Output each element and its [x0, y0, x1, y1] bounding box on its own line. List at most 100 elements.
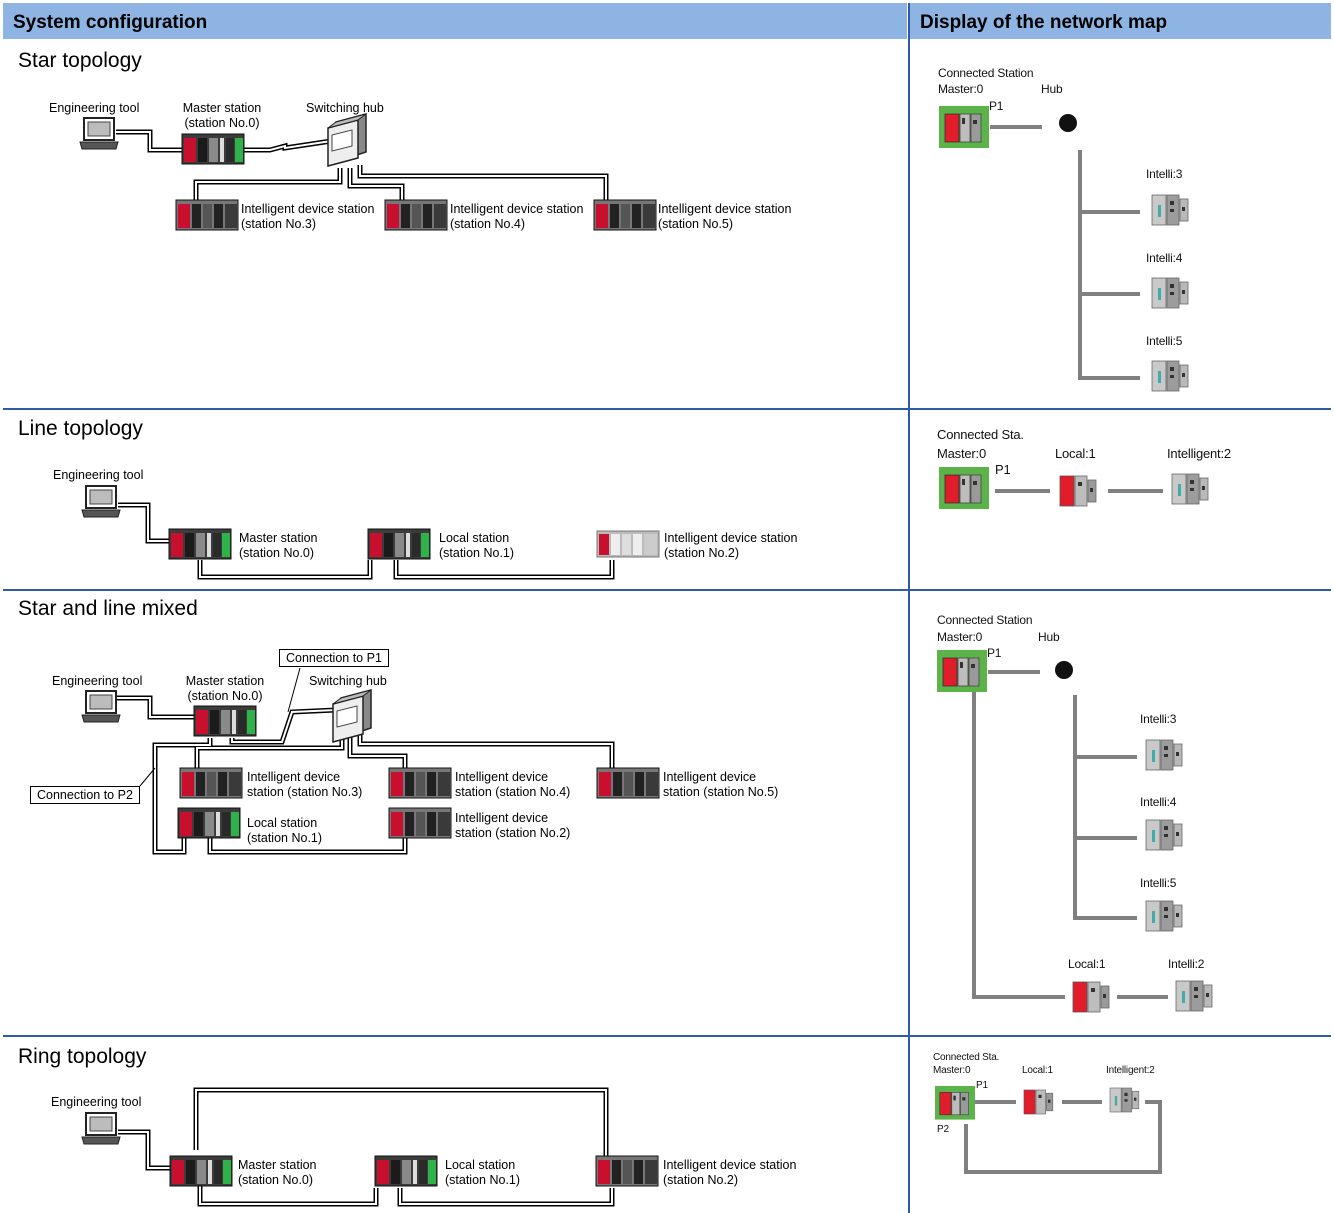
engineering-tool-label: Engineering tool	[53, 468, 144, 482]
intelli-5-icon	[1151, 360, 1189, 392]
local-station-label: Local station (station No.1)	[247, 816, 322, 846]
local-1-label: Local:1	[1055, 446, 1096, 461]
label-line: Local station	[247, 816, 318, 830]
row-divider	[3, 1035, 1331, 1037]
local-station-label: Local station (station No.1)	[439, 531, 514, 561]
ring-title: Ring topology	[18, 1045, 147, 1068]
station-2-icon	[388, 807, 452, 839]
station-5-label: Intelligent device station (station No.5…	[658, 202, 791, 232]
connection-to-p2-callout: Connection to P2	[30, 786, 140, 804]
label-line: (station No.1)	[445, 1173, 521, 1187]
connected-station-label: Connected Station	[937, 613, 1033, 627]
switching-hub-icon	[332, 689, 372, 743]
engineering-tool-icon	[81, 690, 121, 723]
master-map-icon	[936, 649, 988, 693]
label-line: Local station	[445, 1158, 516, 1172]
connected-sta-label: Connected Sta.	[937, 427, 1024, 442]
row-divider	[3, 589, 1331, 591]
intelligent-2-label: Intelligent:2	[1167, 446, 1231, 461]
local-station-icon	[367, 528, 431, 560]
star-map-links	[990, 125, 1140, 380]
station-3-label: Intelligent device station (station No.3…	[241, 202, 374, 232]
hub-map-label: Hub	[1041, 82, 1063, 96]
engineering-tool-label: Engineering tool	[49, 101, 140, 115]
station-4-icon	[388, 767, 452, 799]
label-line: Intelligent device station	[241, 202, 375, 216]
label-line: Intelligent device station	[450, 202, 584, 216]
intelli-2-label: Intelli:2	[1168, 957, 1205, 971]
switching-hub-label: Switching hub	[306, 101, 384, 115]
label-line: Local station	[439, 531, 510, 545]
local-1-map-icon	[1023, 1089, 1054, 1115]
label-line: (station No.2)	[663, 1173, 739, 1187]
header-left: System configuration	[3, 3, 907, 39]
label-line: Intelligent device	[247, 770, 341, 784]
engineering-tool-label: Engineering tool	[51, 1095, 142, 1109]
intelligent-station-icon	[595, 1155, 659, 1187]
row-divider	[3, 408, 1331, 410]
label-line: station (station No.4)	[455, 785, 571, 799]
master-map-label: Master:0	[937, 630, 983, 644]
label-line: (station No.2)	[664, 546, 740, 560]
engineering-tool-label: Engineering tool	[52, 674, 143, 688]
hub-icon	[1059, 114, 1077, 132]
label-line: (station No.1)	[439, 546, 515, 560]
intelligent-2-label: Intelligent:2	[1106, 1065, 1155, 1076]
station-5-label: Intelligent device station (station No.5…	[663, 770, 778, 800]
engineering-tool-icon	[81, 1112, 121, 1145]
intelligent-station-icon	[596, 530, 660, 558]
hub-icon	[1055, 661, 1073, 679]
intelligent-station-label: Intelligent device station (station No.2…	[664, 531, 797, 561]
star-cables-inner	[116, 131, 607, 204]
master-station-icon	[169, 1155, 233, 1187]
label-line: Intelligent device station	[664, 531, 798, 545]
master-map-icon	[938, 105, 990, 149]
master-station-icon	[168, 528, 232, 560]
intelli-4-icon	[1145, 819, 1183, 851]
intelli-5-label: Intelli:5	[1140, 876, 1177, 890]
local-1-label: Local:1	[1022, 1065, 1053, 1076]
label-line: Intelligent device	[455, 770, 549, 784]
connected-sta-label: Connected Sta.	[933, 1052, 1000, 1063]
master-map-icon	[938, 466, 990, 510]
intelli-4-label: Intelli:4	[1146, 251, 1183, 265]
p1-label: P1	[976, 1080, 988, 1091]
header-right: Display of the network map	[910, 3, 1331, 39]
intelli-3-icon	[1151, 194, 1189, 226]
connection-to-p1-callout: Connection to P1	[279, 649, 389, 667]
local-1-map-icon	[1072, 981, 1110, 1013]
label-line: Intelligent device	[663, 770, 757, 784]
intelli-5-label: Intelli:5	[1146, 334, 1183, 348]
intelli-3-label: Intelli:3	[1146, 167, 1183, 181]
local-station-icon	[374, 1155, 438, 1187]
intelli-3-icon	[1145, 739, 1183, 771]
station-5-icon	[593, 199, 657, 231]
label-line: (station No.3)	[241, 217, 317, 231]
label-line: Master station	[238, 1158, 317, 1172]
master-map-icon	[934, 1085, 976, 1120]
label-line: Master station	[185, 674, 265, 688]
label-line: station (station No.5)	[663, 785, 779, 799]
master-station-label: Master station (station No.0)	[177, 101, 267, 131]
intelligent-2-map-icon	[1171, 473, 1209, 505]
column-divider	[908, 3, 910, 1213]
station-5-icon	[596, 767, 660, 799]
label-line: (station No.0)	[238, 1173, 314, 1187]
station-2-label: Intelligent device station (station No.2…	[455, 811, 570, 841]
master-station-icon	[181, 133, 245, 165]
header-network-map: Display of the network map	[920, 12, 1168, 33]
ring-cables	[118, 1087, 615, 1207]
p1-label: P1	[995, 462, 1011, 477]
intelli-4-label: Intelli:4	[1140, 795, 1177, 809]
master-station-icon	[193, 705, 257, 737]
label-line: Intelligent device	[455, 811, 549, 825]
engineering-tool-icon	[79, 117, 119, 150]
intelli-4-icon	[1151, 277, 1189, 309]
label-line: (station No.5)	[658, 217, 734, 231]
connected-station-label: Connected Station	[938, 66, 1034, 80]
master-station-label: Master station (station No.0)	[238, 1158, 317, 1188]
intelli-3-label: Intelli:3	[1140, 712, 1177, 726]
line-title: Line topology	[18, 417, 143, 440]
station-3-label: Intelligent device station (station No.3…	[247, 770, 362, 800]
label-line: station (station No.3)	[247, 785, 363, 799]
